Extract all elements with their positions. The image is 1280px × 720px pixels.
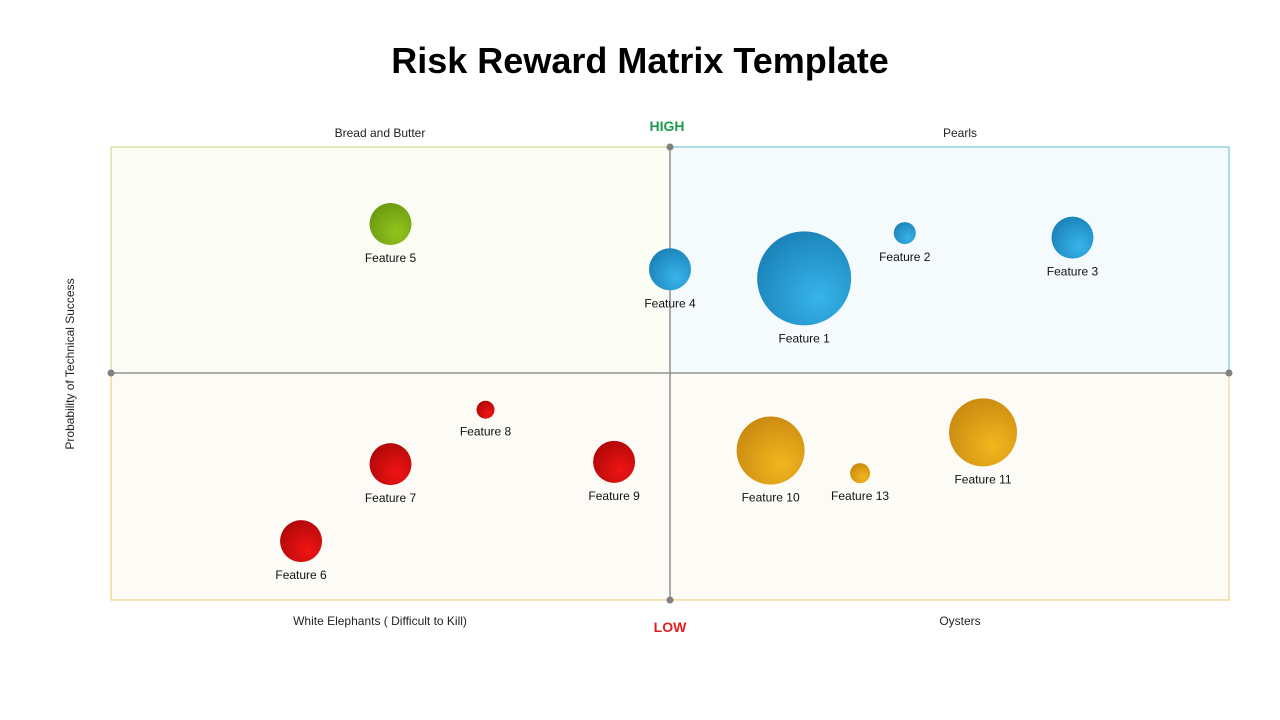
bubble-label-feature-6: Feature 6 xyxy=(275,568,327,582)
bubble-feature-9 xyxy=(593,440,636,483)
bubble-feature-2 xyxy=(893,222,916,245)
bubble-label-feature-3: Feature 3 xyxy=(1047,265,1099,279)
bubble-label-feature-7: Feature 7 xyxy=(365,491,417,505)
bubble-feature-13 xyxy=(850,463,871,484)
bubble-label-feature-9: Feature 9 xyxy=(588,489,640,503)
low-label: LOW xyxy=(654,619,687,635)
axis-endpoint-right xyxy=(1225,369,1233,377)
bubble-feature-11 xyxy=(949,398,1018,467)
quadrant-top-right xyxy=(669,146,1230,374)
quadrant-label-top-right: Pearls xyxy=(943,126,977,140)
bubble-series: Feature 1 Feature 2 Feature 3 Feature 4 Feat… xyxy=(275,203,1098,582)
bubble-feature-7 xyxy=(369,443,412,486)
bubble-feature-8 xyxy=(476,400,495,419)
bubble-label-feature-4: Feature 4 xyxy=(644,296,696,310)
bubble-label-feature-10: Feature 10 xyxy=(742,491,800,505)
bubble-label-feature-2: Feature 2 xyxy=(879,250,931,264)
quadrant-bottom-right xyxy=(669,372,1230,601)
bubble-feature-3 xyxy=(1051,216,1094,259)
bubble-label-feature-8: Feature 8 xyxy=(460,425,512,439)
bubble-feature-6 xyxy=(280,520,323,563)
axis-endpoint-top xyxy=(666,143,674,151)
axis-endpoint-left xyxy=(107,369,115,377)
bubble-label-feature-1: Feature 1 xyxy=(778,331,830,345)
quadrant-top-left xyxy=(110,146,671,374)
bubble-label-feature-11: Feature 11 xyxy=(954,472,1011,486)
high-label: HIGH xyxy=(650,118,685,134)
bubble-feature-5 xyxy=(369,203,412,246)
quadrant-bottom-left xyxy=(110,372,671,601)
page-title: Risk Reward Matrix Template xyxy=(391,40,889,81)
y-axis-label: Probability of Technical Success xyxy=(63,278,77,449)
bubble-label-feature-5: Feature 5 xyxy=(365,251,417,265)
bubble-feature-10 xyxy=(736,416,805,485)
bubble-feature-1 xyxy=(757,231,852,326)
quadrant-label-bottom-left: White Elephants ( Difficult to Kill) xyxy=(293,614,467,628)
quadrant-label-top-left: Bread and Butter xyxy=(335,126,426,140)
bubble-feature-4 xyxy=(649,248,691,291)
quadrant-label-bottom-right: Oysters xyxy=(939,614,980,628)
bubble-label-feature-13: Feature 13 xyxy=(831,489,889,503)
axis-endpoint-bottom xyxy=(666,596,674,604)
